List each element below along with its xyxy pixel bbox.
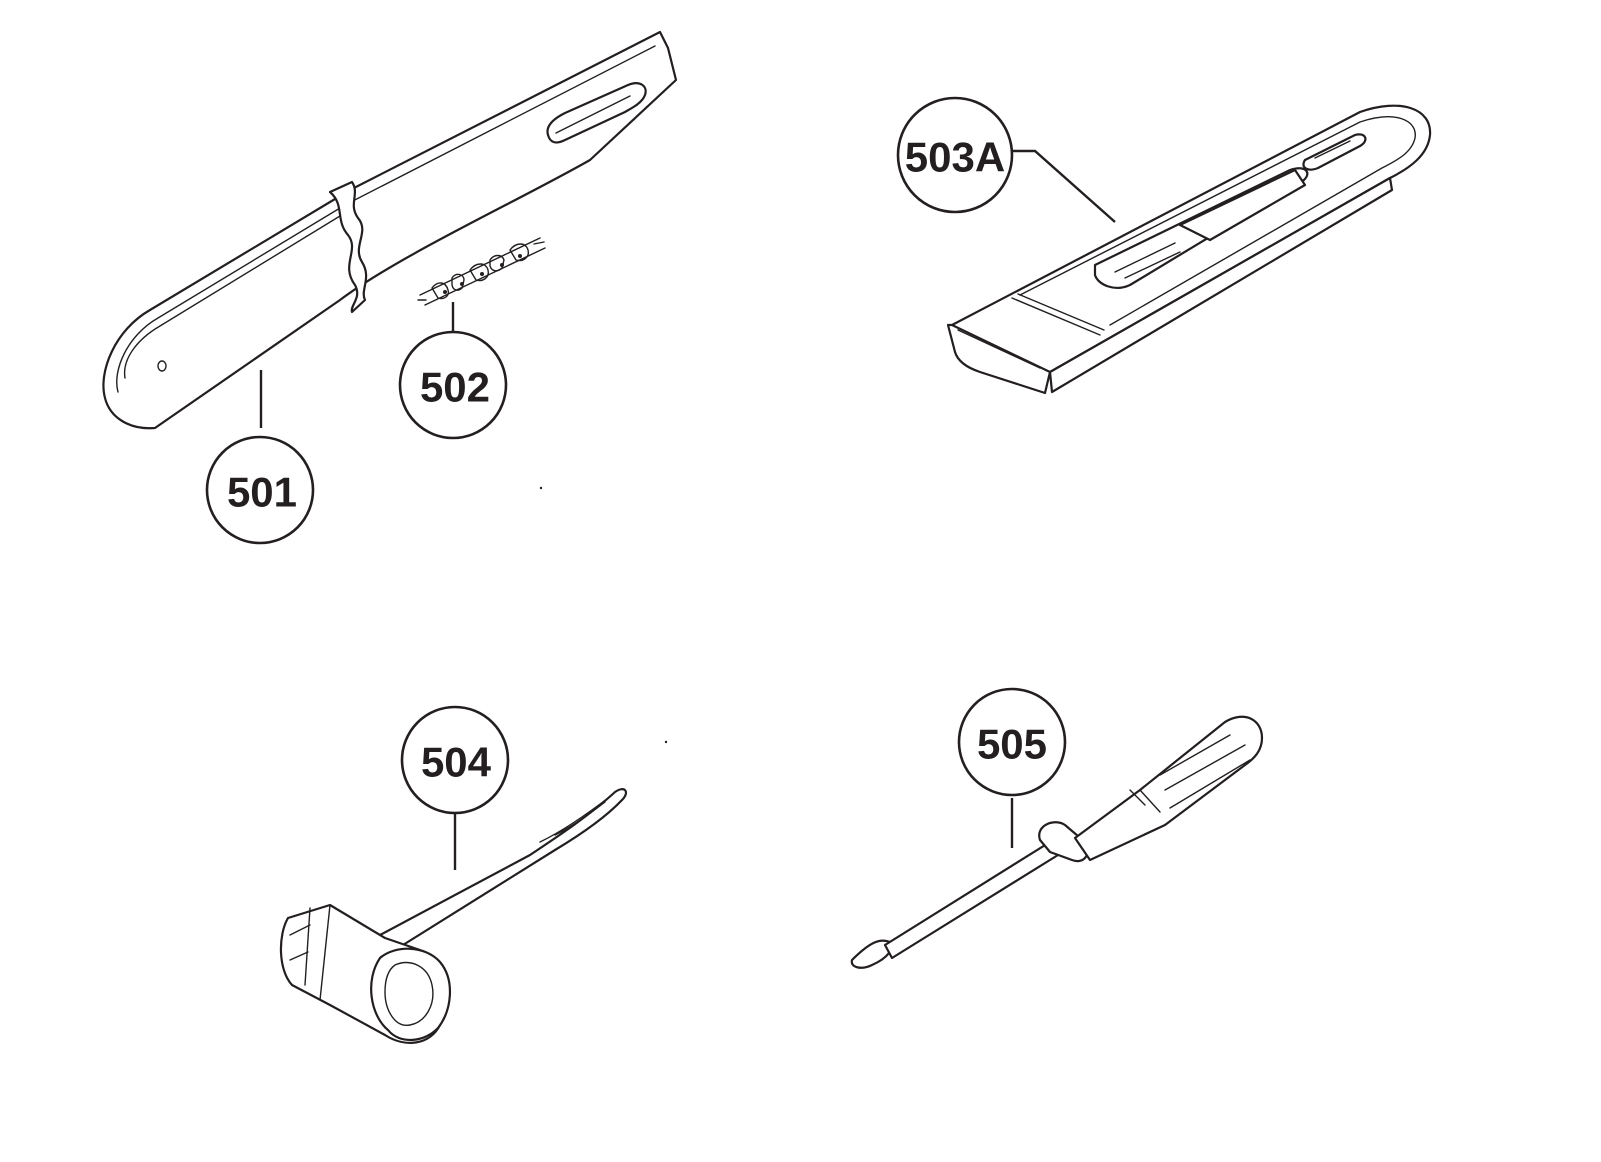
combination-wrench-drawing [279,788,628,1044]
callout-503A: 503A [896,96,1014,214]
callout-label-502: 502 [420,364,490,411]
callout-501: 501 [205,435,315,545]
callout-504: 504 [400,705,510,815]
callout-label-504: 504 [421,739,492,786]
callout-502: 502 [398,330,508,440]
callout-505: 505 [957,687,1067,797]
scan-speck [664,740,668,744]
callout-label-505: 505 [977,721,1047,768]
scan-speck [539,486,543,490]
saw-chain-drawing [417,237,546,306]
callout-label-501: 501 [227,469,297,516]
guide-bar-drawing [102,30,678,430]
bar-cover-drawing [946,104,1432,395]
screwdriver-drawing [850,715,1264,969]
callout-label-503A: 503A [905,134,1005,181]
